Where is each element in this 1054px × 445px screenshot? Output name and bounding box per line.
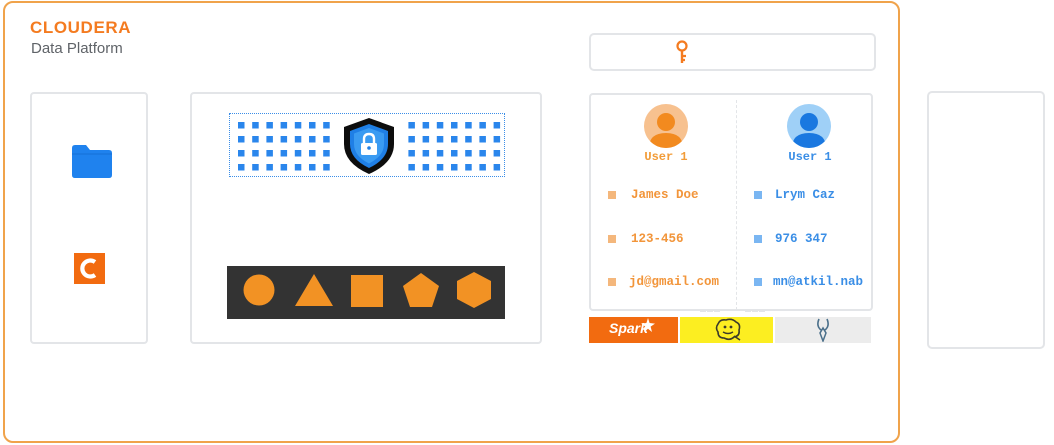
user-right-phone: 976 347	[775, 232, 828, 246]
connector-dash	[745, 310, 765, 312]
data-dot	[309, 164, 316, 171]
data-dot	[451, 136, 458, 143]
data-dot	[451, 164, 458, 171]
data-dot	[323, 164, 330, 171]
user-name-left: User 1	[644, 150, 688, 164]
data-dot	[266, 122, 273, 129]
triangle-shape	[295, 274, 333, 306]
data-dot	[280, 136, 288, 143]
data-dot	[238, 122, 245, 129]
user-name-right: User 1	[788, 150, 832, 164]
hexagon-shape	[457, 272, 491, 308]
left-card	[30, 92, 148, 344]
impala-logo-icon	[817, 318, 829, 342]
data-dot	[323, 150, 330, 157]
data-grid-box	[229, 113, 505, 177]
user-left-email: jd@gmail.com	[629, 275, 720, 289]
data-dot	[493, 164, 501, 171]
bullet	[608, 235, 616, 243]
user-avatar-blue	[787, 104, 831, 148]
data-dot	[465, 150, 472, 157]
data-dot	[479, 150, 486, 157]
data-dot	[266, 150, 273, 157]
user-left-phone: 123-456	[631, 232, 684, 246]
data-dot	[422, 150, 430, 157]
data-dot	[493, 136, 501, 143]
impala-tile	[775, 317, 871, 343]
bullet	[754, 191, 762, 199]
hive-logo-icon	[715, 318, 741, 341]
bullet	[754, 235, 762, 243]
shield-lock-icon	[344, 118, 394, 174]
data-dot	[465, 136, 472, 143]
data-dot	[451, 150, 458, 157]
data-dot	[238, 164, 245, 171]
circle-shape	[243, 274, 275, 306]
data-dot	[323, 122, 330, 129]
spark-star-icon	[641, 318, 655, 332]
users-divider	[736, 100, 737, 310]
data-dot	[252, 122, 259, 129]
data-dot	[479, 122, 486, 129]
data-dot	[252, 150, 259, 157]
data-dot	[422, 136, 430, 143]
key-icon	[676, 40, 688, 63]
data-dot	[294, 164, 302, 171]
data-dot	[280, 164, 288, 171]
data-dot	[309, 150, 316, 157]
data-dot	[280, 150, 288, 157]
bullet	[754, 278, 762, 286]
key-bar	[589, 33, 876, 71]
square-shape	[351, 275, 383, 307]
data-dot	[294, 150, 302, 157]
data-dot	[436, 150, 444, 157]
data-dot	[238, 136, 245, 143]
data-dot	[422, 164, 430, 171]
data-dot	[493, 150, 501, 157]
right-card	[927, 91, 1045, 349]
data-dot-grid	[238, 122, 501, 171]
data-dot	[294, 122, 302, 129]
data-dot	[436, 136, 444, 143]
brand-name: CLOUDERA	[30, 18, 132, 37]
bullet	[608, 191, 616, 199]
engine-logo-strip: Spark	[589, 317, 871, 343]
data-dot	[280, 122, 288, 129]
spark-logo-text: Spark	[609, 320, 648, 336]
data-dot	[252, 136, 259, 143]
data-dot	[309, 136, 316, 143]
data-dot	[408, 122, 415, 129]
data-dot	[451, 122, 458, 129]
spark-tile: Spark	[589, 317, 678, 343]
data-dot	[479, 136, 486, 143]
data-dot	[493, 122, 501, 129]
cloudera-c-logo	[74, 253, 105, 284]
user-right-name: Lrym Caz	[775, 188, 836, 202]
connector-dash	[700, 310, 720, 312]
user-left-name: James Doe	[631, 188, 699, 202]
bullet	[608, 278, 616, 286]
user-avatar-orange	[644, 104, 688, 148]
data-dot	[479, 164, 486, 171]
data-dot	[465, 164, 472, 171]
pentagon-shape	[403, 273, 439, 307]
data-dot	[408, 136, 415, 143]
data-dot	[465, 122, 472, 129]
data-dot	[408, 150, 415, 157]
data-dot	[309, 122, 316, 129]
data-dot	[436, 122, 444, 129]
data-dot	[422, 122, 430, 129]
data-dot	[294, 136, 302, 143]
data-dot	[266, 164, 273, 171]
brand-subtitle: Data Platform	[31, 40, 123, 57]
data-dot	[252, 164, 259, 171]
data-dot	[238, 150, 245, 157]
user-right-email: mn@atkil.nab	[773, 275, 864, 289]
data-dot	[323, 136, 330, 143]
hive-tile	[680, 317, 773, 343]
data-dot	[436, 164, 444, 171]
data-dot	[266, 136, 273, 143]
folder-icon	[72, 145, 112, 178]
data-dot	[408, 164, 415, 171]
